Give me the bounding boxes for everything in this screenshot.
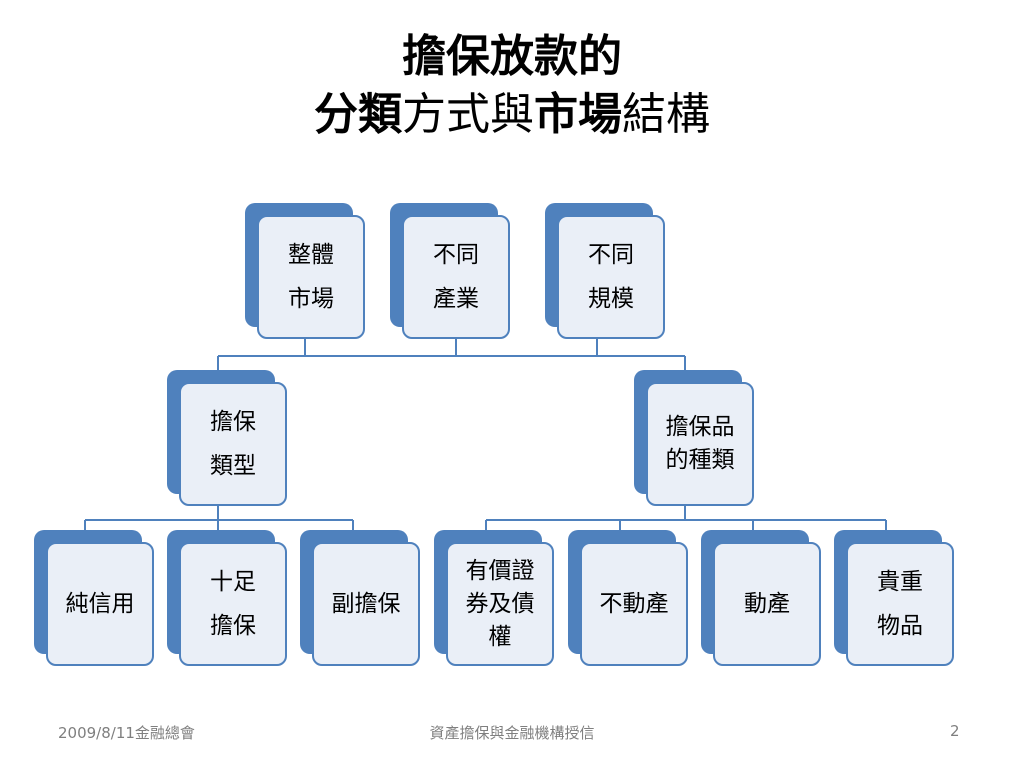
node-real-estate: 不動產 [568,530,688,666]
node-collateral-kinds: 擔保品的種類 [634,370,754,506]
node-full-collateral: 十足擔保 [167,530,287,666]
node-pure-credit: 純信用 [34,530,154,666]
node-different-scales: 不同規模 [545,203,665,339]
title-line-2: 分類方式與市場結構 [314,89,710,140]
node-securities-claims: 有價證券及債權 [434,530,554,666]
node-collateral-type: 擔保類型 [167,370,287,506]
node-valuables: 貴重物品 [834,530,954,666]
node-secondary-collateral: 副擔保 [300,530,420,666]
footer-center-text: 資產擔保與金融機構授信 [429,724,595,742]
node-overall-market: 整體市場 [245,203,365,339]
title-line-1: 擔保放款的 [402,31,622,82]
node-different-industries: 不同產業 [390,203,510,339]
node-movable-property: 動產 [701,530,821,666]
slide-title: 擔保放款的 分類方式與市場結構 [0,28,1024,144]
footer-date: 2009/8/11金融總會 [58,724,195,742]
footer-page-number: 2 [950,722,960,740]
